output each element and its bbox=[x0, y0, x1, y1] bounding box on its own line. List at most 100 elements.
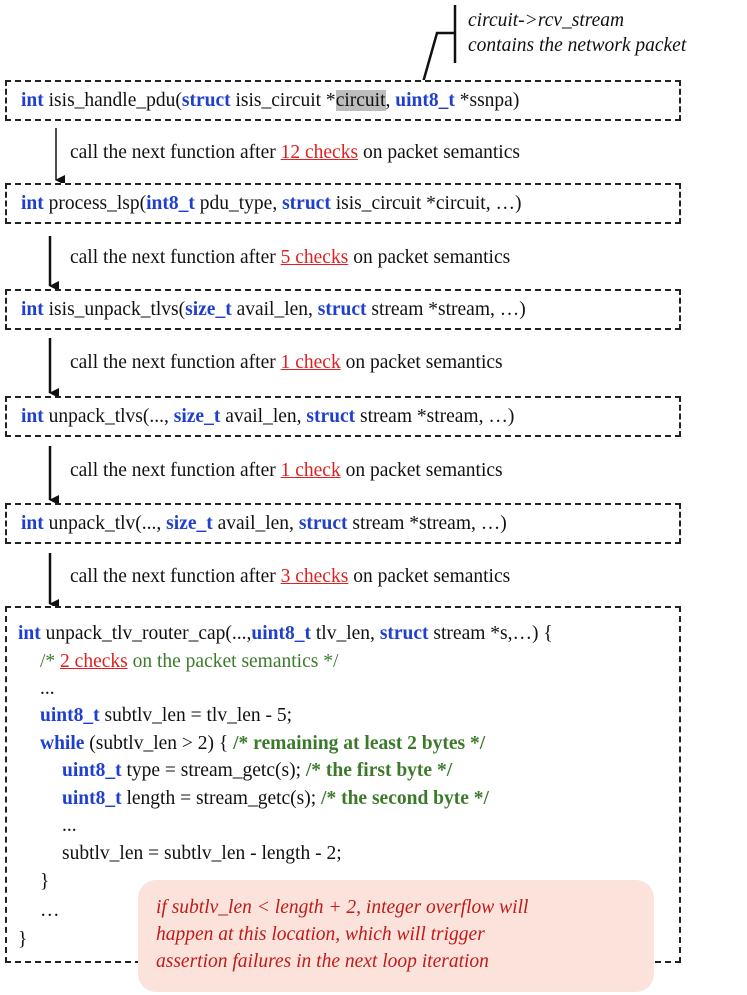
step-label-4: call the next function after 1 check on … bbox=[70, 460, 503, 482]
code-text: avail_len, bbox=[212, 513, 299, 534]
step-text: on packet semantics bbox=[340, 460, 503, 481]
check-count: 2 checks bbox=[60, 651, 128, 672]
step-text: on packet semantics bbox=[348, 247, 511, 268]
keyword: struct bbox=[317, 299, 367, 320]
step-text: on packet semantics bbox=[358, 142, 520, 163]
function-signature: int unpack_tlv(..., size_t avail_len, st… bbox=[21, 512, 507, 536]
code-text: pdu_type, bbox=[194, 193, 283, 214]
keyword: struct bbox=[379, 623, 429, 644]
function-box-unpack-tlv: int unpack_tlv(..., size_t avail_len, st… bbox=[5, 503, 681, 544]
keyword: struct bbox=[306, 406, 356, 427]
keyword: uint8_t bbox=[40, 705, 100, 726]
step-label-1: call the next function after 12 checks o… bbox=[70, 142, 520, 164]
code-text: unpack_tlv_router_cap(..., bbox=[40, 623, 252, 644]
highlighted-param: circuit bbox=[335, 90, 386, 111]
keyword: uint8_t bbox=[395, 90, 455, 111]
step-text: call the next function after bbox=[70, 566, 281, 587]
code-line-1: int unpack_tlv_router_cap(...,uint8_t tl… bbox=[18, 622, 553, 646]
code-text: isis_handle_pdu( bbox=[43, 90, 182, 111]
code-line-11: … bbox=[40, 900, 60, 921]
code-text: length = stream_getc(s); bbox=[121, 788, 322, 809]
step-text: call the next function after bbox=[70, 460, 281, 481]
keyword: int bbox=[21, 90, 44, 111]
code-line-6: uint8_t type = stream_getc(s); /* the fi… bbox=[62, 759, 452, 783]
step-text: call the next function after bbox=[70, 142, 281, 163]
annotation-line-2: contains the network packet bbox=[468, 35, 687, 56]
code-text: avail_len, bbox=[220, 406, 307, 427]
code-text: stream *s,…) { bbox=[428, 623, 553, 644]
code-text: isis_circuit * bbox=[230, 90, 336, 111]
function-signature: int isis_handle_pdu(struct isis_circuit … bbox=[21, 89, 519, 113]
code-text: isis_unpack_tlvs( bbox=[43, 299, 186, 320]
step-text: on packet semantics bbox=[348, 566, 511, 587]
keyword: int8_t bbox=[146, 193, 195, 214]
keyword: uint8_t bbox=[62, 760, 122, 781]
code-text: process_lsp( bbox=[43, 193, 147, 214]
keyword: size_t bbox=[185, 299, 232, 320]
keyword: int bbox=[21, 406, 44, 427]
function-box-process-lsp: int process_lsp(int8_t pdu_type, struct … bbox=[5, 183, 681, 224]
keyword: int bbox=[21, 299, 44, 320]
check-count: 1 check bbox=[280, 460, 341, 481]
function-signature: int process_lsp(int8_t pdu_type, struct … bbox=[21, 192, 521, 216]
keyword: struct bbox=[181, 90, 231, 111]
code-line-8: ... bbox=[62, 815, 77, 836]
keyword: size_t bbox=[173, 406, 221, 427]
step-label-5: call the next function after 3 checks on… bbox=[70, 566, 510, 588]
function-box-isis-unpack-tlvs: int isis_unpack_tlvs(size_t avail_len, s… bbox=[5, 289, 681, 330]
code-line-3: ... bbox=[40, 678, 55, 699]
comment: /* the first byte */ bbox=[305, 760, 453, 781]
code-text: (subtlv_len > 2) { bbox=[84, 733, 234, 754]
note-line-1: if subtlv_len < length + 2, integer over… bbox=[156, 897, 529, 918]
code-text: isis_circuit *circuit, …) bbox=[330, 193, 522, 214]
keyword: int bbox=[21, 513, 44, 534]
keyword: while bbox=[40, 733, 85, 754]
code-line-10: } bbox=[40, 871, 50, 892]
keyword: struct bbox=[282, 193, 331, 214]
code-text: type = stream_getc(s); bbox=[121, 760, 306, 781]
code-text: , bbox=[385, 90, 396, 111]
comment: /* the second byte */ bbox=[321, 788, 489, 809]
comment: /* bbox=[40, 651, 61, 672]
step-text: on packet semantics bbox=[340, 352, 503, 373]
function-signature: int isis_unpack_tlvs(size_t avail_len, s… bbox=[21, 298, 526, 322]
code-line-12: } bbox=[18, 929, 28, 950]
check-count: 3 checks bbox=[280, 566, 349, 587]
code-text: stream *stream, …) bbox=[347, 513, 507, 534]
step-label-3: call the next function after 1 check on … bbox=[70, 352, 503, 374]
step-text: call the next function after bbox=[70, 247, 281, 268]
note-line-2: happen at this location, which will trig… bbox=[156, 924, 485, 945]
check-count: 12 checks bbox=[280, 142, 359, 163]
check-count: 1 check bbox=[280, 352, 341, 373]
annotation-line-1: circuit->rcv_stream bbox=[468, 10, 625, 31]
step-label-2: call the next function after 5 checks on… bbox=[70, 247, 510, 269]
keyword: size_t bbox=[166, 513, 213, 534]
function-signature: int unpack_tlvs(..., size_t avail_len, s… bbox=[21, 405, 514, 429]
function-box-unpack-tlvs: int unpack_tlvs(..., size_t avail_len, s… bbox=[5, 396, 681, 437]
keyword: uint8_t bbox=[62, 788, 122, 809]
code-text: tlv_len, bbox=[311, 623, 380, 644]
check-count: 5 checks bbox=[280, 247, 349, 268]
function-box-isis-handle-pdu: int isis_handle_pdu(struct isis_circuit … bbox=[5, 80, 681, 121]
code-line-9: subtlv_len = subtlv_len - length - 2; bbox=[62, 843, 342, 864]
keyword: struct bbox=[298, 513, 348, 534]
code-line-7: uint8_t length = stream_getc(s); /* the … bbox=[62, 787, 489, 811]
comment: on the packet semantics */ bbox=[127, 651, 339, 672]
code-line-2: /* 2 checks on the packet semantics */ bbox=[40, 650, 338, 674]
overflow-note: if subtlv_len < length + 2, integer over… bbox=[138, 880, 654, 992]
code-text: subtlv_len = tlv_len - 5; bbox=[99, 705, 293, 726]
code-text: unpack_tlv(..., bbox=[43, 513, 167, 534]
keyword: int bbox=[18, 623, 41, 644]
comment: /* remaining at least 2 bytes */ bbox=[233, 733, 486, 754]
note-line-3: assertion failures in the next loop iter… bbox=[156, 951, 489, 972]
keyword: int bbox=[21, 193, 44, 214]
annotation-bracket bbox=[418, 31, 455, 94]
code-line-5: while (subtlv_len > 2) { /* remaining at… bbox=[40, 732, 485, 756]
keyword: uint8_t bbox=[251, 623, 312, 644]
code-line-4: uint8_t subtlv_len = tlv_len - 5; bbox=[40, 704, 292, 728]
code-text: *ssnpa) bbox=[454, 90, 520, 111]
annotation: circuit->rcv_stream contains the network… bbox=[468, 8, 686, 58]
code-text: unpack_tlvs(..., bbox=[43, 406, 174, 427]
step-text: call the next function after bbox=[70, 352, 281, 373]
code-text: stream *stream, …) bbox=[366, 299, 526, 320]
